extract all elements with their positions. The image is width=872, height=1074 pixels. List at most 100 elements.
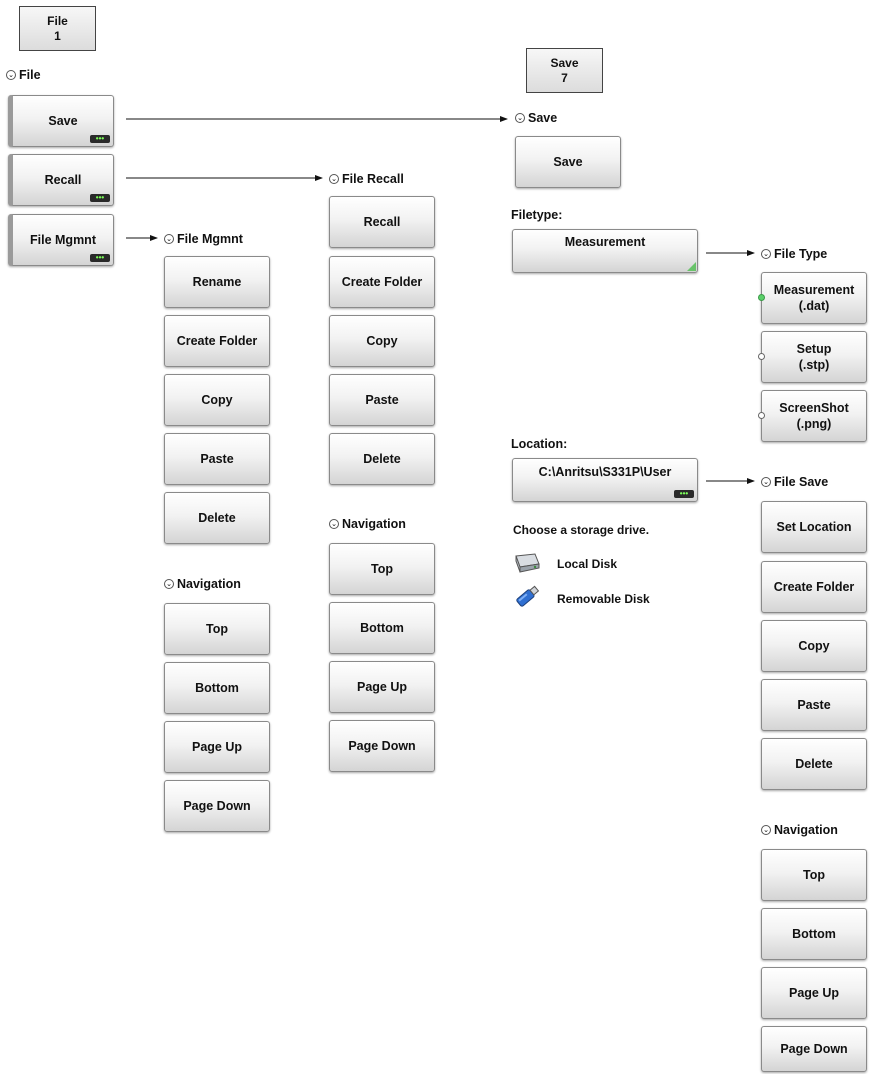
save-save-button[interactable]: Save (515, 136, 621, 188)
mgmnt-bottom-button[interactable]: Bottom (164, 662, 270, 714)
navigation-title: Navigation (774, 823, 838, 837)
button-label: Create Folder (341, 275, 423, 289)
save-bottom-button[interactable]: Bottom (761, 908, 867, 960)
file-save-button[interactable]: Save ••• (8, 95, 114, 147)
button-label: Page Up (191, 740, 242, 754)
mgmnt-copy-button[interactable]: Copy (164, 374, 270, 426)
button-label: Paste (365, 393, 399, 407)
button-label: Top (206, 622, 228, 636)
radio-icon (758, 353, 765, 360)
recall-create-folder-button[interactable]: Create Folder (329, 256, 435, 308)
button-label: Top (803, 868, 825, 882)
file-key-number: 1 (54, 28, 61, 43)
mgmnt-page-down-button[interactable]: Page Down (164, 780, 270, 832)
drive-prompt: Choose a storage drive. (513, 523, 650, 537)
chevron-down-icon: ⌄ (761, 249, 771, 259)
save-paste-button[interactable]: Paste (761, 679, 867, 731)
button-label: Recall (44, 173, 82, 187)
save-delete-button[interactable]: Delete (761, 738, 867, 790)
filetype-value: Measurement (564, 235, 646, 249)
button-label: Rename (192, 275, 242, 289)
chevron-down-icon: ⌄ (761, 477, 771, 487)
chevron-down-icon: ⌄ (515, 113, 525, 123)
removable-disk-label[interactable]: Removable Disk (557, 592, 650, 606)
recall-copy-button[interactable]: Copy (329, 315, 435, 367)
location-field[interactable]: C:\Anritsu\S331P\User ••• (512, 458, 698, 502)
save-key[interactable]: Save 7 (526, 48, 603, 93)
save-copy-button[interactable]: Copy (761, 620, 867, 672)
button-label: Copy (366, 334, 398, 348)
button-label: Save (553, 155, 583, 169)
save-navigation-header: ⌄ Navigation (761, 823, 838, 837)
recall-bottom-button[interactable]: Bottom (329, 602, 435, 654)
chevron-down-icon: ⌄ (164, 234, 174, 244)
location-value: C:\Anritsu\S331P\User (538, 465, 672, 479)
button-label: Save (48, 114, 78, 128)
recall-paste-button[interactable]: Paste (329, 374, 435, 426)
mgmnt-delete-button[interactable]: Delete (164, 492, 270, 544)
file-save-title: File Save (774, 475, 829, 489)
navigation-title: Navigation (342, 517, 406, 531)
mgmnt-navigation-header: ⌄ Navigation (164, 577, 241, 591)
radio-icon (758, 412, 765, 419)
button-label: Paste (797, 698, 831, 712)
save-create-folder-button[interactable]: Create Folder (761, 561, 867, 613)
more-dots-icon: ••• (90, 135, 110, 143)
recall-delete-button[interactable]: Delete (329, 433, 435, 485)
option-line2: (.dat) (798, 299, 830, 313)
button-label: Page Down (780, 1042, 848, 1056)
button-label: Top (371, 562, 393, 576)
button-label: Delete (363, 452, 401, 466)
button-label: Create Folder (176, 334, 258, 348)
usb-drive-icon (516, 585, 540, 607)
option-line1: Measurement (773, 283, 855, 297)
mgmnt-paste-button[interactable]: Paste (164, 433, 270, 485)
file-key-name: File (47, 13, 68, 28)
button-label: Page Down (183, 799, 251, 813)
location-label: Location: (511, 437, 568, 451)
option-line2: (.png) (796, 417, 832, 431)
file-key[interactable]: File 1 (19, 6, 96, 51)
file-recall-button[interactable]: Recall ••• (8, 154, 114, 206)
chevron-down-icon: ⌄ (329, 519, 339, 529)
save-top-button[interactable]: Top (761, 849, 867, 901)
option-line1: ScreenShot (779, 401, 849, 415)
button-label: Delete (198, 511, 236, 525)
recall-navigation-header: ⌄ Navigation (329, 517, 406, 531)
recall-page-down-button[interactable]: Page Down (329, 720, 435, 772)
chevron-down-icon: ⌄ (164, 579, 174, 589)
filetype-screenshot-option[interactable]: ScreenShot (.png) (758, 390, 867, 442)
filetype-setup-option[interactable]: Setup (.stp) (758, 331, 867, 383)
button-label: Page Up (788, 986, 839, 1000)
file-mgmnt-button[interactable]: File Mgmnt ••• (8, 214, 114, 266)
chevron-down-icon: ⌄ (761, 825, 771, 835)
save-page-down-button[interactable]: Page Down (761, 1026, 867, 1072)
save-key-number: 7 (561, 70, 568, 85)
save-page-up-button[interactable]: Page Up (761, 967, 867, 1019)
chevron-down-icon: ⌄ (329, 174, 339, 184)
recall-top-button[interactable]: Top (329, 543, 435, 595)
file-type-header: ⌄ File Type (761, 247, 827, 261)
hard-drive-icon (515, 553, 540, 573)
local-disk-label[interactable]: Local Disk (557, 557, 618, 571)
button-label: Copy (201, 393, 233, 407)
recall-recall-button[interactable]: Recall (329, 196, 435, 248)
filetype-field[interactable]: Measurement (512, 229, 698, 273)
more-dots-icon: ••• (674, 490, 694, 498)
button-label: Delete (795, 757, 833, 771)
recall-page-up-button[interactable]: Page Up (329, 661, 435, 713)
mgmnt-page-up-button[interactable]: Page Up (164, 721, 270, 773)
save-key-name: Save (550, 55, 579, 70)
navigation-title: Navigation (177, 577, 241, 591)
mgmnt-create-folder-button[interactable]: Create Folder (164, 315, 270, 367)
chevron-down-icon: ⌄ (6, 70, 16, 80)
button-label: Bottom (792, 927, 836, 941)
mgmnt-rename-button[interactable]: Rename (164, 256, 270, 308)
mgmnt-top-button[interactable]: Top (164, 603, 270, 655)
save-set-location-button[interactable]: Set Location (761, 501, 867, 553)
filetype-measurement-option[interactable]: Measurement (.dat) (758, 272, 867, 324)
file-mgmnt-title: File Mgmnt (177, 232, 243, 246)
button-label: Copy (798, 639, 830, 653)
file-menu-header: ⌄ File (6, 68, 41, 82)
